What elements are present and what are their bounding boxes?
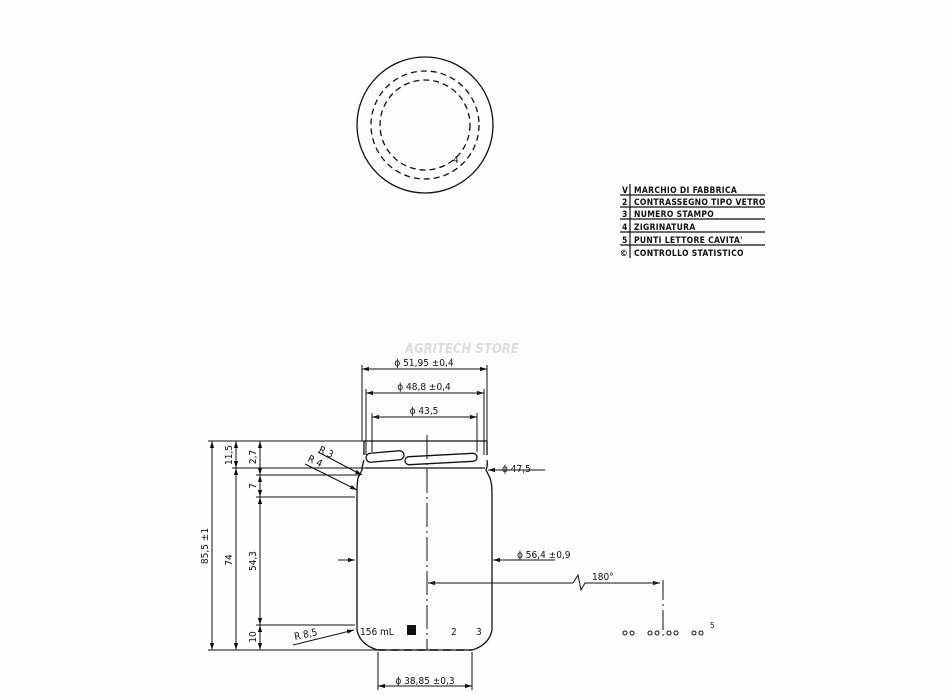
legend-key: 2 [622, 198, 628, 208]
top-view [356, 56, 494, 194]
legend-key: 4 [622, 223, 628, 233]
dim-h-finish: 11,5 [224, 445, 235, 465]
dim-d-body: ϕ 56,4 ±0,9 [517, 550, 571, 561]
mark-3: 3 [476, 627, 482, 638]
legend-label: MARCHIO DI FABBRICA [634, 186, 737, 196]
mark-5: 5 [710, 621, 715, 630]
dim-d-thread: ϕ 48,8 ±0,4 [397, 382, 451, 393]
legend-label: ZIGRINATURA [634, 223, 696, 233]
legend-label: CONTROLLO STATISTICO [634, 249, 744, 259]
legend-rules [620, 184, 765, 258]
dim-h-base: 10 [248, 631, 259, 643]
legend-key: 3 [622, 210, 628, 220]
dim-r-base: R 8,5 [293, 627, 318, 643]
legend-key: © [620, 249, 628, 259]
dim-h-74: 74 [224, 554, 235, 566]
legend-label: CONTRASSEGNO TIPO VETRO [634, 198, 766, 208]
legend-key: 5 [622, 236, 628, 246]
mark-2: 2 [451, 627, 457, 638]
dim-d-outer: ϕ 51,95 ±0,4 [394, 358, 454, 369]
jar-profile [356, 435, 493, 651]
dim-angle: 180° [592, 572, 614, 583]
watermark: AGRITECH STORE [404, 342, 519, 357]
legend-key: V [622, 186, 628, 196]
legend-label: NUMERO STAMPO [634, 210, 714, 220]
legend: V MARCHIO DI FABBRICA 2 CONTRASSEGNO TIP… [620, 186, 766, 259]
dim-h-27: 2,7 [248, 450, 259, 464]
dim-h-7: 7 [248, 483, 259, 489]
top-view-marker: 4 [453, 155, 459, 166]
capacity-mark: 156 mL [360, 627, 394, 638]
dim-h-total: 85,5 ±1 [200, 528, 211, 564]
factory-mark-icon [407, 625, 416, 635]
legend-label: PUNTI LETTORE CAVITA' [634, 236, 743, 246]
dim-d-bore: ϕ 43,5 [410, 406, 439, 417]
dim-d-neck: ϕ 47,5 [502, 464, 531, 475]
cavity-dots [407, 625, 704, 636]
dim-h-body: 54,3 [248, 551, 259, 571]
dim-d-base: ϕ 38,85 ±0,3 [395, 676, 454, 687]
